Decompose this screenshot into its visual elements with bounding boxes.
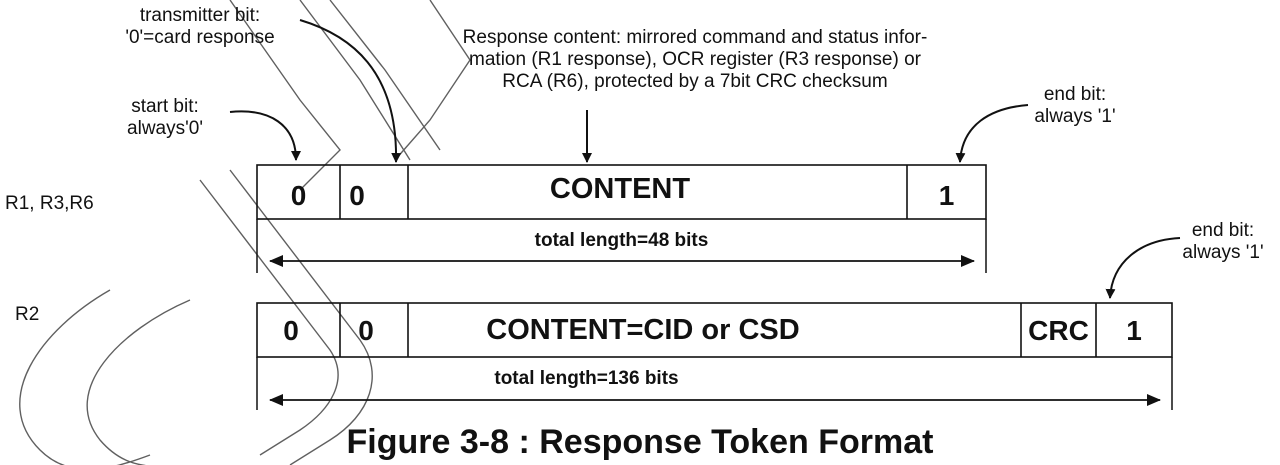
r1-token-box — [256, 164, 987, 220]
end-bit-1-arrow — [955, 104, 1029, 163]
r2-content: CONTENT=CID or CSD — [486, 314, 800, 346]
r2-transmitter-bit: 0 — [358, 315, 374, 346]
end-bit-1-label: end bit: always '1' — [1034, 84, 1116, 127]
r2-crc: CRC — [1028, 315, 1089, 346]
response-content-label: Response content: mirrored command and s… — [462, 27, 928, 92]
start-bit-label: start bit: always'0' — [127, 96, 203, 139]
r1-content: CONTENT — [549, 173, 691, 205]
r2-token-box — [256, 302, 1173, 358]
r1-start-bit: 0 — [290, 180, 307, 211]
r1-total-length: total length=48 bits — [534, 230, 709, 251]
r2-total-length: total length=136 bits — [494, 368, 679, 389]
row-label-r1: R1, R3,R6 — [5, 193, 94, 214]
transmitter-bit-arrow — [299, 19, 402, 163]
row-label-r2: R2 — [15, 304, 40, 325]
end-bit-2-arrow — [1105, 237, 1181, 299]
r1-end-bit: 1 — [938, 180, 955, 211]
r1-length-arrow — [256, 219, 987, 273]
end-bit-2-label: end bit: always '1' — [1182, 220, 1264, 263]
start-bit-arrow — [229, 110, 301, 161]
figure-caption: Figure 3-8 : Response Token Format — [346, 423, 934, 461]
r2-length-arrow — [256, 357, 1173, 410]
transmitter-bit-label: transmitter bit: '0'=card response — [125, 5, 275, 48]
r1-transmitter-bit: 0 — [349, 180, 365, 211]
r2-start-bit: 0 — [283, 315, 299, 346]
r2-end-bit: 1 — [1126, 315, 1142, 346]
